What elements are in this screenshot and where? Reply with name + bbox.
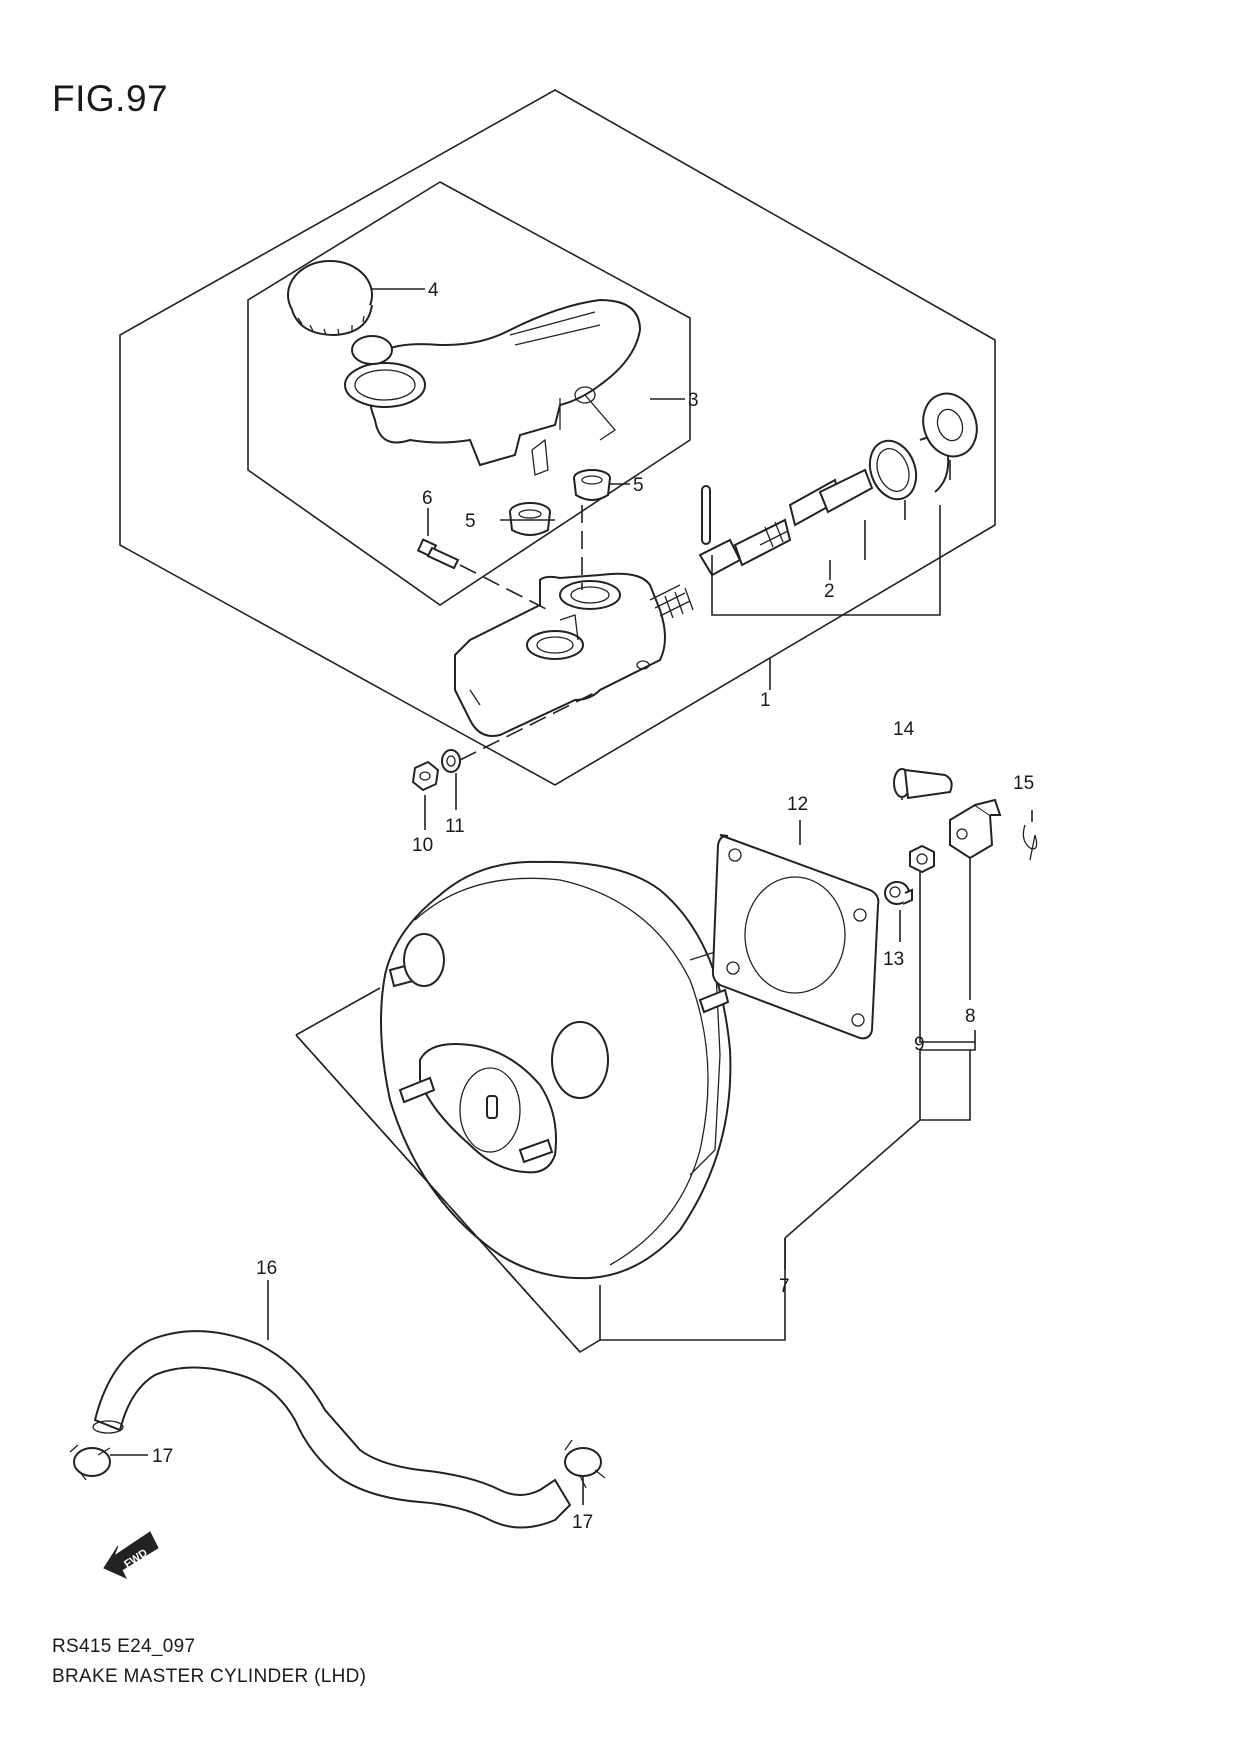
callout-2: 2 [824,581,835,602]
callout-6: 6 [422,488,433,509]
clip-part[interactable] [1022,824,1038,861]
clevis-pin-part[interactable] [893,768,953,800]
brake-booster-part[interactable] [380,860,732,1280]
callout-4: 4 [428,280,439,301]
nut-part-9[interactable] [909,844,935,874]
alignment-dashed-lines [295,505,651,1353]
callout-16: 16 [256,1258,277,1279]
seal-rings-part[interactable] [862,386,985,506]
gasket-part[interactable] [711,834,880,1040]
nut-part-13[interactable] [884,881,913,905]
grommet-part-upper[interactable] [573,469,611,501]
callout-11: 11 [445,816,465,837]
callout-1: 1 [760,690,771,711]
callout-17-right: 17 [572,1512,593,1533]
bolt-part[interactable] [416,538,460,570]
callout-10: 10 [412,835,433,856]
forward-direction-arrow-icon: FWD [103,1531,159,1580]
callout-15: 15 [1013,773,1034,794]
clevis-part[interactable] [949,798,1002,860]
reservoir-cap-part[interactable] [287,260,373,337]
callout-12: 12 [787,794,808,815]
master-cylinder-assembly-frame [119,89,996,786]
hose-clamp-part-right[interactable] [564,1439,606,1489]
callout-9: 9 [914,1034,925,1055]
nut-part[interactable] [411,760,440,792]
hose-clamp-part-left[interactable] [69,1444,111,1481]
callout-13: 13 [883,949,904,970]
callout-14: 14 [893,719,915,740]
master-cylinder-body-part[interactable] [454,572,666,737]
callout-17-left: 17 [152,1446,173,1467]
figure-title: FIG.97 [52,78,169,119]
vacuum-hose-part[interactable] [92,1330,572,1529]
washer-part[interactable] [441,749,461,773]
grommet-part-lower[interactable] [509,502,551,536]
callout-5-upper: 5 [633,475,644,496]
reservoir-tank-part[interactable] [344,298,642,476]
piston-assembly-part[interactable] [649,468,874,619]
callout-5-lower: 5 [465,511,476,532]
callout-8: 8 [965,1006,976,1027]
reservoir-assembly-frame [247,181,691,606]
drawing-code: RS415 E24_097 [52,1636,196,1657]
diagram-caption: BRAKE MASTER CYLINDER (LHD) [52,1666,367,1687]
callout-numbers: 1 2 3 4 5 5 6 7 8 9 10 11 12 13 14 15 16… [152,280,1034,1533]
callout-7: 7 [779,1276,790,1297]
callout-3: 3 [688,390,699,411]
